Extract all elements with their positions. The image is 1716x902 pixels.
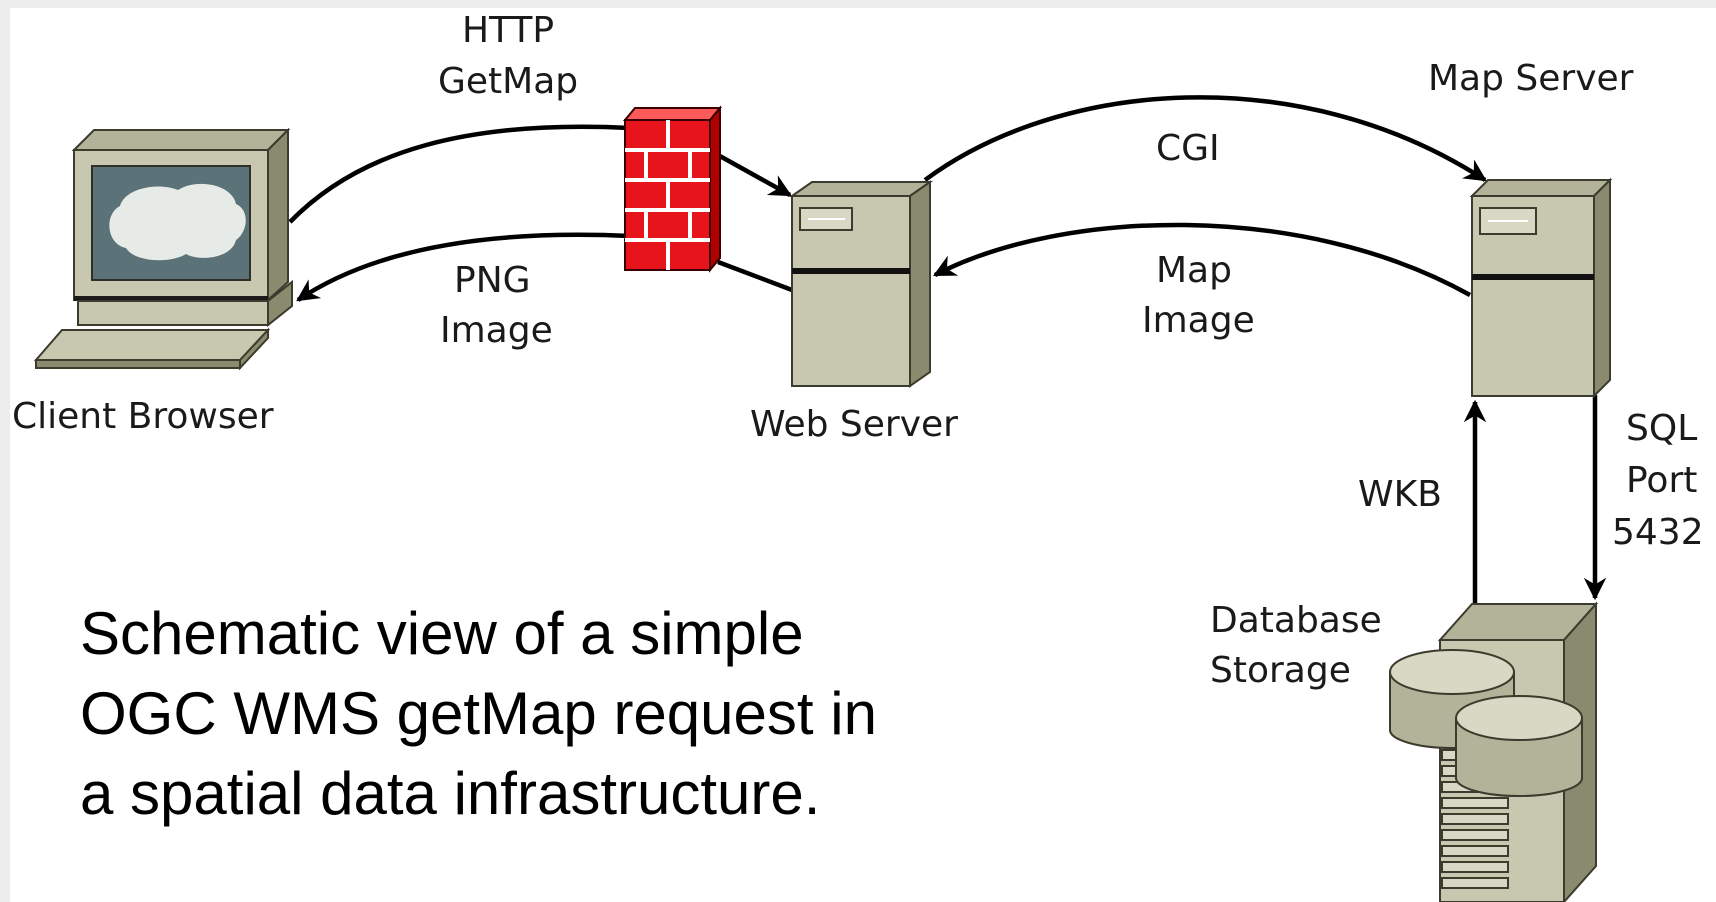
arrow-web-server-to-firewall bbox=[717, 259, 793, 293]
arrow-png-image-to-client bbox=[296, 232, 631, 302]
map-server-icon bbox=[1469, 177, 1613, 399]
storage-label: Storage bbox=[1210, 650, 1351, 691]
http-label: HTTP bbox=[462, 10, 554, 51]
port-number-label: 5432 bbox=[1612, 512, 1704, 553]
getmap-label: GetMap bbox=[438, 61, 578, 102]
arrow-cgi bbox=[923, 95, 1487, 182]
firewall-icon bbox=[622, 105, 723, 273]
wkb-label: WKB bbox=[1358, 474, 1442, 515]
arrow-map-image bbox=[933, 222, 1472, 297]
frame-border-left bbox=[0, 0, 10, 902]
arrow-firewall-to-web-server bbox=[716, 153, 792, 197]
web-server-icon bbox=[788, 180, 934, 388]
disk-icon bbox=[1455, 695, 1583, 797]
client-computer-icon bbox=[33, 127, 293, 371]
web-server-label: Web Server bbox=[750, 404, 958, 445]
caption: Schematic view of a simple OGC WMS getMa… bbox=[80, 600, 877, 827]
caption-line-2: OGC WMS getMap request in bbox=[80, 680, 877, 747]
image-label: Image bbox=[440, 310, 553, 351]
png-label: PNG bbox=[454, 260, 531, 301]
client-label: Client Browser bbox=[12, 396, 274, 437]
caption-line-3: a spatial data infrastructure. bbox=[80, 760, 820, 827]
database-storage-icon bbox=[1389, 601, 1599, 902]
caption-line-1: Schematic view of a simple bbox=[80, 600, 804, 667]
arrows bbox=[288, 95, 1607, 605]
map-server-label: Map Server bbox=[1428, 58, 1634, 99]
database-label: Database bbox=[1210, 600, 1382, 641]
cgi-label: CGI bbox=[1156, 128, 1220, 169]
frame-border-top bbox=[0, 0, 1716, 8]
port-label: Port bbox=[1626, 460, 1697, 501]
map-label: Map bbox=[1156, 250, 1232, 291]
sql-label: SQL bbox=[1626, 408, 1697, 449]
arrow-request-to-firewall bbox=[288, 124, 631, 224]
map-image-label: Image bbox=[1142, 300, 1255, 341]
